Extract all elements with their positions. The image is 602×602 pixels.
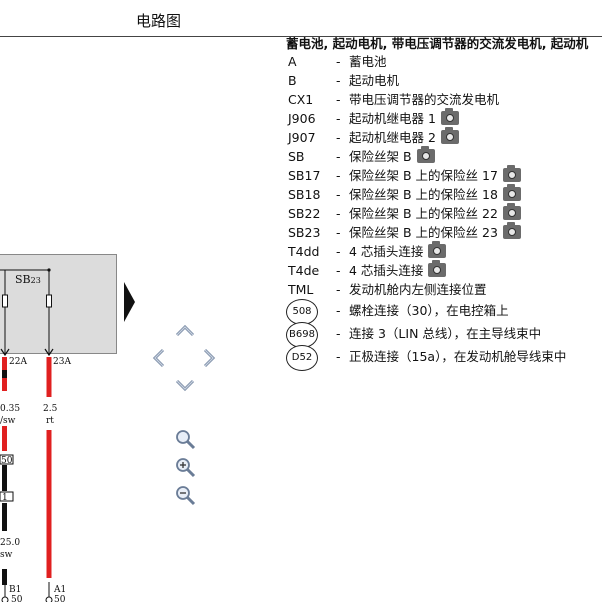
end-a-num: 50: [11, 595, 23, 602]
camera-icon[interactable]: [428, 241, 447, 258]
fuse-symbol-a: [2, 294, 8, 308]
camera-icon[interactable]: [440, 108, 459, 125]
pin-arrow-b: [44, 348, 54, 357]
header-divider: [0, 36, 602, 37]
camera-icon[interactable]: [416, 146, 435, 163]
legend-row: SB18-保险丝架 B 上的保险丝 18: [286, 184, 602, 204]
end-b-label: A1: [53, 585, 66, 595]
component-legend: 蓄电池, 起动电机, 带电压调节器的交流发电机, 起动机 A-蓄电池 B-起动电…: [286, 36, 602, 371]
zoom-in-icon[interactable]: [174, 456, 196, 478]
connector-row: 508-螺栓连接（30），在电控箱上: [286, 299, 602, 325]
camera-icon[interactable]: [502, 165, 521, 182]
wire-b-color: rt: [46, 416, 54, 426]
wire-a-black: [2, 465, 7, 491]
wire-b-red: [46, 357, 52, 397]
wiring-svg: SB23 22A 23A 0.35 /sw 2.5 rt 50 1 25.0 s…: [0, 268, 71, 602]
wire-a2-color: sw: [0, 550, 13, 560]
camera-icon[interactable]: [502, 184, 521, 201]
legend-row: J907-起动机继电器 2: [286, 127, 602, 147]
legend-row: J906-起动机继电器 1: [286, 108, 602, 128]
pin-arrow-a: [0, 348, 10, 357]
connector-row: B698-连接 3（LIN 总线），在主导线束中: [286, 322, 602, 348]
pan-right-icon[interactable]: [202, 347, 218, 369]
pan-down-icon[interactable]: [174, 378, 196, 394]
end-a-label: B1: [9, 585, 21, 595]
fuse-symbol-b: [46, 294, 52, 308]
end-b-num: 50: [54, 595, 66, 602]
legend-row: SB23-保险丝架 B 上的保险丝 23: [286, 222, 602, 242]
bus-junction: [47, 268, 51, 272]
page-title: 电路图: [136, 12, 182, 30]
connector-row: D52-正极连接（15a），在发动机舱导线束中: [286, 345, 602, 371]
legend-row: TML-发动机舱内左侧连接位置: [288, 282, 487, 297]
pan-up-icon[interactable]: [174, 322, 196, 338]
fuse-label: SB23: [15, 273, 41, 286]
pin-label-a: 22A: [9, 357, 27, 367]
connector-a-top-label: 50: [1, 456, 13, 466]
legend-row: SB17-保险丝架 B 上的保险丝 17: [286, 165, 602, 185]
wire-a-size: 0.35: [0, 404, 20, 414]
pan-left-icon[interactable]: [150, 347, 166, 369]
camera-icon[interactable]: [502, 222, 521, 239]
fuse-box-area: [0, 254, 117, 354]
camera-icon[interactable]: [502, 203, 521, 220]
connector-box-a: [0, 454, 14, 465]
legend-row: T4de-4 芯插头连接: [286, 260, 602, 280]
legend-row: SB22-保险丝架 B 上的保险丝 22: [286, 203, 602, 223]
wire-b-size: 2.5: [43, 404, 58, 414]
legend-row: A-蓄电池: [288, 54, 387, 69]
circuit-diagram[interactable]: SB23 22A 23A 0.35 /sw 2.5 rt 50 1 25.0 s…: [0, 37, 120, 602]
legend-row: T4dd-4 芯插头连接: [286, 241, 602, 261]
connector-oval[interactable]: D52: [286, 345, 318, 371]
legend-row: B-起动电机: [288, 73, 400, 88]
zoom-fit-magnifier-icon[interactable]: [174, 428, 196, 450]
legend-row: SB-保险丝架 B: [286, 146, 602, 166]
legend-title: 蓄电池, 起动电机, 带电压调节器的交流发电机, 起动机: [286, 36, 589, 51]
connector-oval[interactable]: B698: [286, 322, 318, 348]
pin-label-b: 23A: [53, 357, 71, 367]
zoom-out-icon[interactable]: [174, 484, 196, 506]
camera-icon[interactable]: [428, 260, 447, 277]
connector-a-mid-label: 1: [2, 493, 8, 503]
wire-a-color: /sw: [0, 416, 16, 426]
camera-icon[interactable]: [440, 127, 459, 144]
next-page-arrow[interactable]: [124, 282, 135, 322]
legend-row: CX1-带电压调节器的交流发电机: [288, 92, 500, 107]
wire-a2-size: 25.0: [0, 538, 20, 548]
connector-box-a2: [0, 491, 14, 502]
